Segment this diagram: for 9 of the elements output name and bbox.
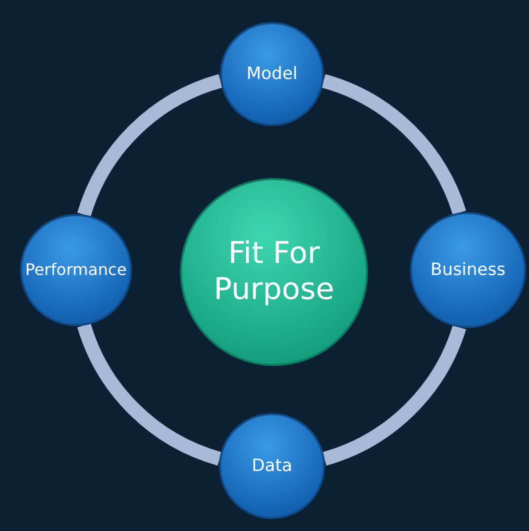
node-label: Data bbox=[252, 456, 292, 476]
node-label: Performance bbox=[25, 260, 127, 280]
ring-arc bbox=[321, 74, 466, 216]
node-label: Fit For Purpose bbox=[212, 236, 336, 308]
ring-arc bbox=[322, 324, 466, 466]
node-label: Business bbox=[430, 260, 506, 280]
node-label: Model bbox=[246, 64, 298, 84]
ring-arc bbox=[77, 74, 223, 217]
ring-arc bbox=[77, 323, 222, 466]
